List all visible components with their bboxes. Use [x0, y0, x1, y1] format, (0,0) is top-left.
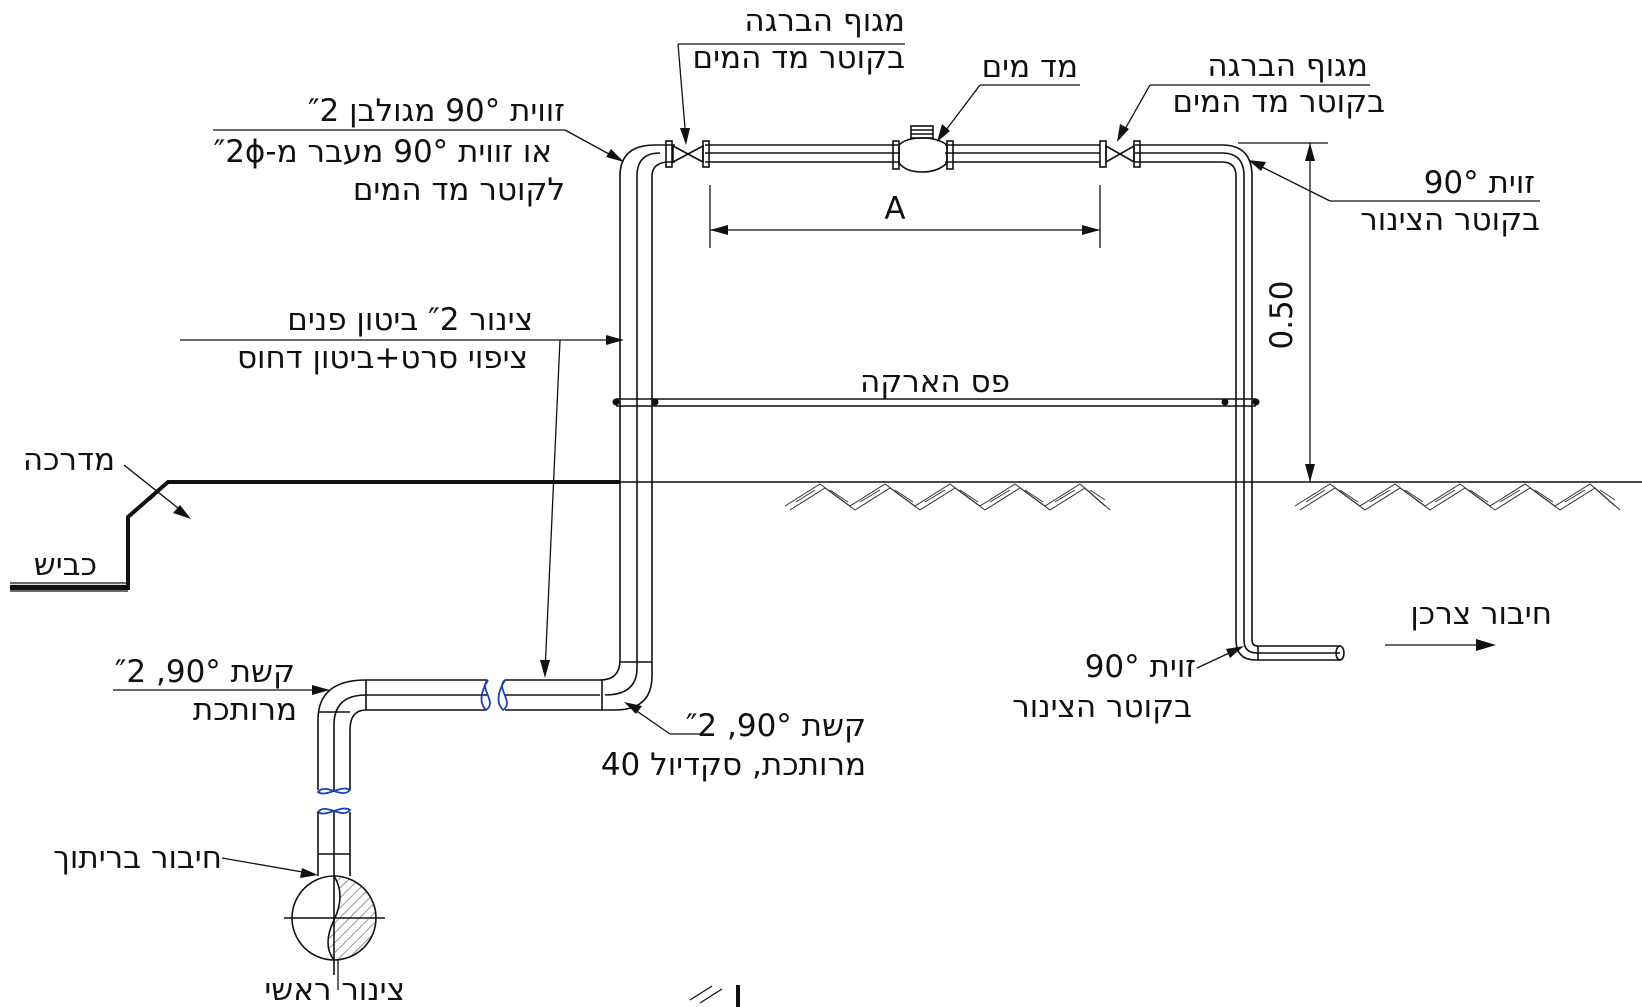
right-outlet-piping — [1235, 639, 1345, 661]
dimension-a-label: A — [884, 191, 905, 227]
elbow-galv-label-2: או זווית 90° מעבר מ-″2ɸ — [214, 134, 552, 170]
top-manifold — [619, 144, 1253, 650]
right-valve — [1099, 140, 1141, 168]
leader-lines — [113, 43, 1540, 990]
pipe-spec-label-2: ציפוי סרט+ביטון דחוס — [237, 340, 528, 376]
dimension-a: A — [709, 185, 1101, 248]
valve-left-label-2: בקוטר מד המים — [693, 40, 905, 76]
elbow-right-top-label-1: זוית 90° — [1424, 165, 1535, 201]
weld-connection-label: חיבור בריתוך — [53, 840, 222, 876]
elbow-right-top-label-2: בקוטר הצינור — [1360, 202, 1540, 238]
valve-left-label-1: מגוף הברגה — [744, 3, 905, 39]
labels: מגוף הברגה בקוטר מד המים מד מים מגוף הבר… — [23, 3, 1552, 1007]
left-valve — [665, 140, 710, 168]
section-mark — [689, 985, 740, 1007]
lower-left-piping — [316, 650, 653, 876]
main-pipe-label: צינור ראשי — [264, 972, 405, 1007]
grounding-strip: פס הארקה — [612, 364, 1260, 407]
elbow-galv-label-3: לקוטר מד המים — [353, 172, 565, 208]
valve-right-label-1: מגוף הברגה — [1207, 48, 1368, 84]
road-label: כביש — [34, 547, 97, 583]
welded-bend-left-label-1: קשת 90°, ″2 — [115, 654, 295, 690]
elbow-galv-label-1: זווית 90° מגולבן ″2 — [308, 93, 565, 129]
water-meter-icon — [892, 125, 954, 173]
soil-hatch-left — [784, 483, 1111, 511]
elbow-right-bottom-label-2: בקוטר הצינור — [1012, 689, 1192, 725]
welded-bend-right-label-1: קשת 90°, ″2 — [686, 708, 866, 744]
elbow-right-bottom-label-1: זוית 90° — [1085, 649, 1196, 685]
grounding-strip-label: פס הארקה — [860, 364, 1010, 400]
welded-bend-left-label-2: מרותכת — [193, 692, 297, 728]
water-meter-label: מד מים — [982, 49, 1078, 85]
soil-hatch-right — [1294, 483, 1621, 511]
ground-surface — [10, 480, 1642, 592]
pipe-spec-label-1: צינור ″2 ביטון פנים — [287, 302, 533, 338]
main-pipe-section — [284, 875, 385, 975]
dimension-height: 0.50 — [1238, 142, 1328, 482]
consumer-connection-label: חיבור צרכן — [1410, 596, 1552, 632]
dimension-height-label: 0.50 — [1264, 280, 1300, 349]
welded-bend-right-label-2: מרותכת, סקדיול 40 — [601, 747, 866, 783]
valve-right-label-2: בקוטר מד המים — [1173, 84, 1385, 120]
sidewalk-label: מדרכה — [23, 442, 115, 478]
